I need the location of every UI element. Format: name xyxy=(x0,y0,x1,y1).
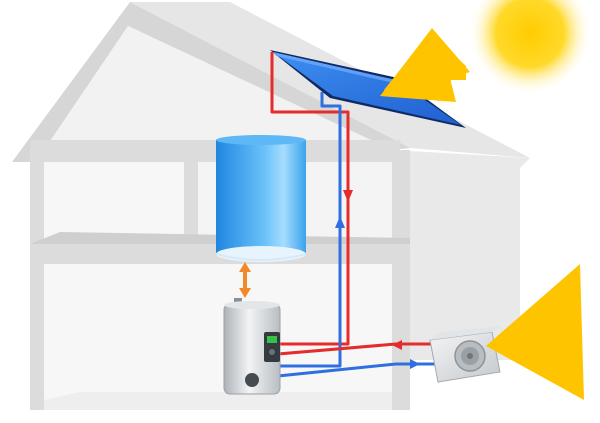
inner-wall xyxy=(184,140,198,244)
boiler-gauge xyxy=(245,373,259,387)
heat-arrow-icon xyxy=(239,262,251,298)
solar-hot-pipe xyxy=(270,52,350,346)
solar-cold-pipe xyxy=(278,92,342,368)
heat-pump-icon xyxy=(429,326,502,383)
ground-perspective xyxy=(44,392,392,410)
solar-panel-icon xyxy=(270,50,466,128)
cold-flow-arrow xyxy=(335,216,345,228)
house-side-wall xyxy=(392,150,530,360)
heat-pump-circuit-pipes xyxy=(277,340,436,378)
left-wall xyxy=(30,140,44,410)
air-flow-arrow-icon xyxy=(486,264,584,400)
ceiling-band xyxy=(30,140,400,162)
right-wall xyxy=(392,150,410,410)
sun-icon xyxy=(468,0,592,95)
pump-cold-arrow xyxy=(410,359,420,369)
pump-cold-pipe xyxy=(277,362,436,378)
roof-gable xyxy=(12,2,410,162)
gable-wall xyxy=(36,26,392,162)
hot-flow-arrow xyxy=(343,190,353,202)
sunlight-arrow-icon xyxy=(380,28,470,104)
room-upper-left xyxy=(44,162,184,244)
solar-circuit-pipes xyxy=(270,52,353,368)
pump-hot-arrow xyxy=(392,340,402,350)
storage-tank-icon xyxy=(215,135,307,262)
room-ground xyxy=(44,264,392,410)
boiler-icon xyxy=(223,298,281,395)
